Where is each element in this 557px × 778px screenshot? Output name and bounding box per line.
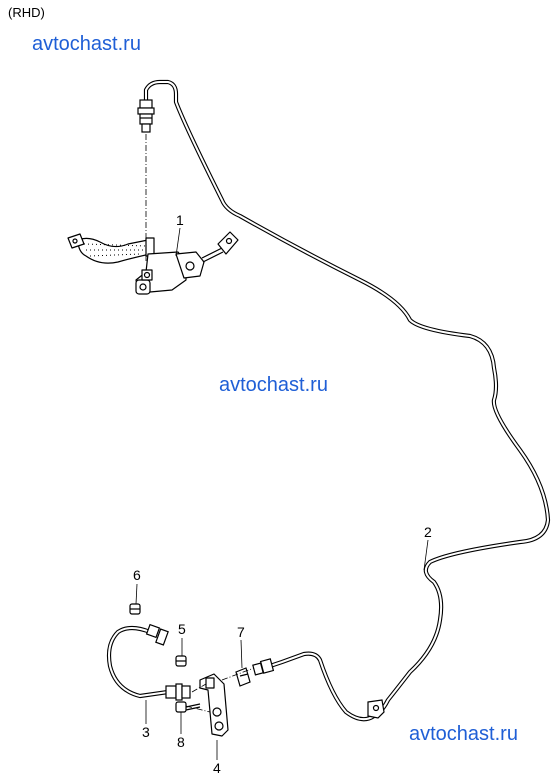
upper-pipe-fitting	[137, 99, 155, 133]
clutch-pipe	[143, 79, 551, 722]
callout-part-6: 6	[133, 567, 141, 583]
bolt-part-5	[175, 655, 187, 667]
region-tag: (RHD)	[8, 5, 45, 20]
alignment-lines-lower	[185, 667, 255, 713]
watermark-bottom: avtochast.ru	[409, 723, 518, 745]
pipe-clip	[367, 699, 385, 719]
callout-part-5: 5	[178, 621, 186, 637]
callout-part-3: 3	[142, 724, 150, 740]
hose-fittings	[145, 623, 191, 701]
watermark-middle: avtochast.ru	[219, 374, 328, 396]
pipe-bracket	[199, 673, 229, 737]
callout-part-7: 7	[237, 624, 245, 640]
callout-part-8: 8	[177, 734, 185, 750]
callout-part-4: 4	[213, 760, 221, 776]
bolt-part-8	[175, 701, 201, 713]
clutch-hose	[106, 625, 171, 699]
callout-part-1: 1	[176, 212, 184, 228]
clutch-master-cylinder	[67, 231, 239, 295]
leader-lines	[135, 227, 429, 760]
pipe-clip-part-7	[235, 667, 251, 687]
watermark-top: avtochast.ru	[32, 33, 141, 55]
bolt-part-6	[129, 603, 141, 615]
callout-part-2: 2	[424, 524, 432, 540]
pipe-coupling	[252, 658, 275, 676]
